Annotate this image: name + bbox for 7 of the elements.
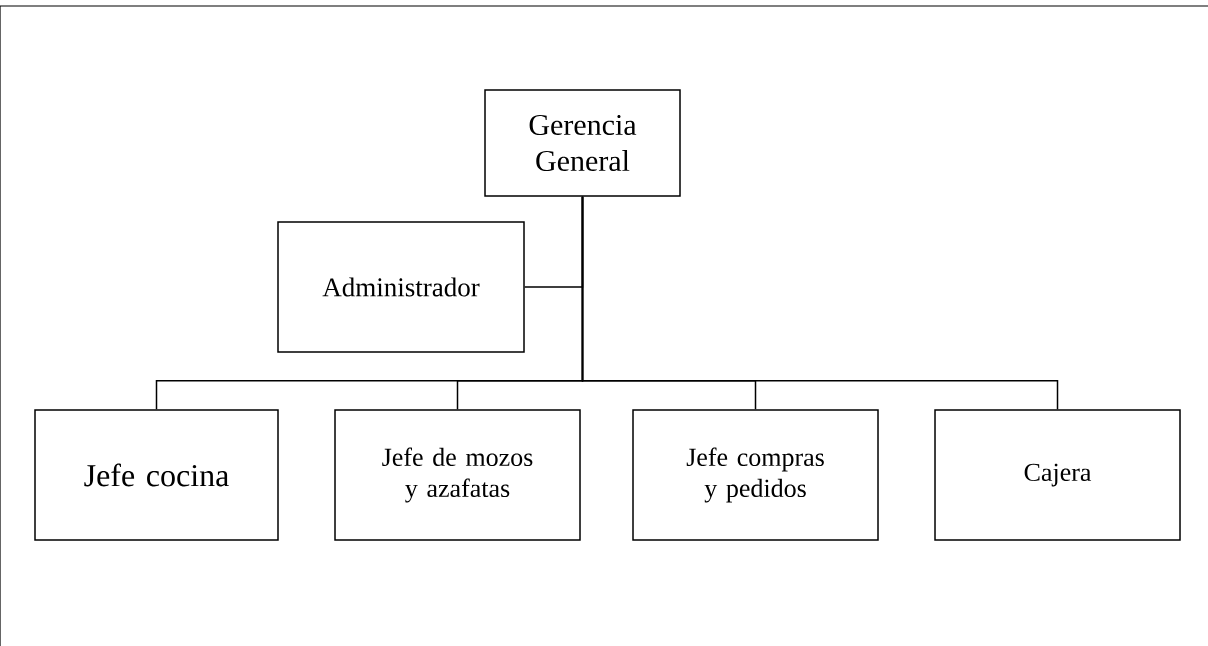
connector-line bbox=[581, 196, 1059, 410]
org-box: Gerencia General bbox=[484, 89, 681, 197]
org-box: Jefe de mozos y azafatas bbox=[334, 409, 581, 541]
org-box: Administrador bbox=[277, 221, 525, 353]
org-box: Jefe compras y pedidos bbox=[632, 409, 879, 541]
org-box: Cajera bbox=[934, 409, 1181, 541]
org-box: Jefe cocina bbox=[34, 409, 279, 541]
